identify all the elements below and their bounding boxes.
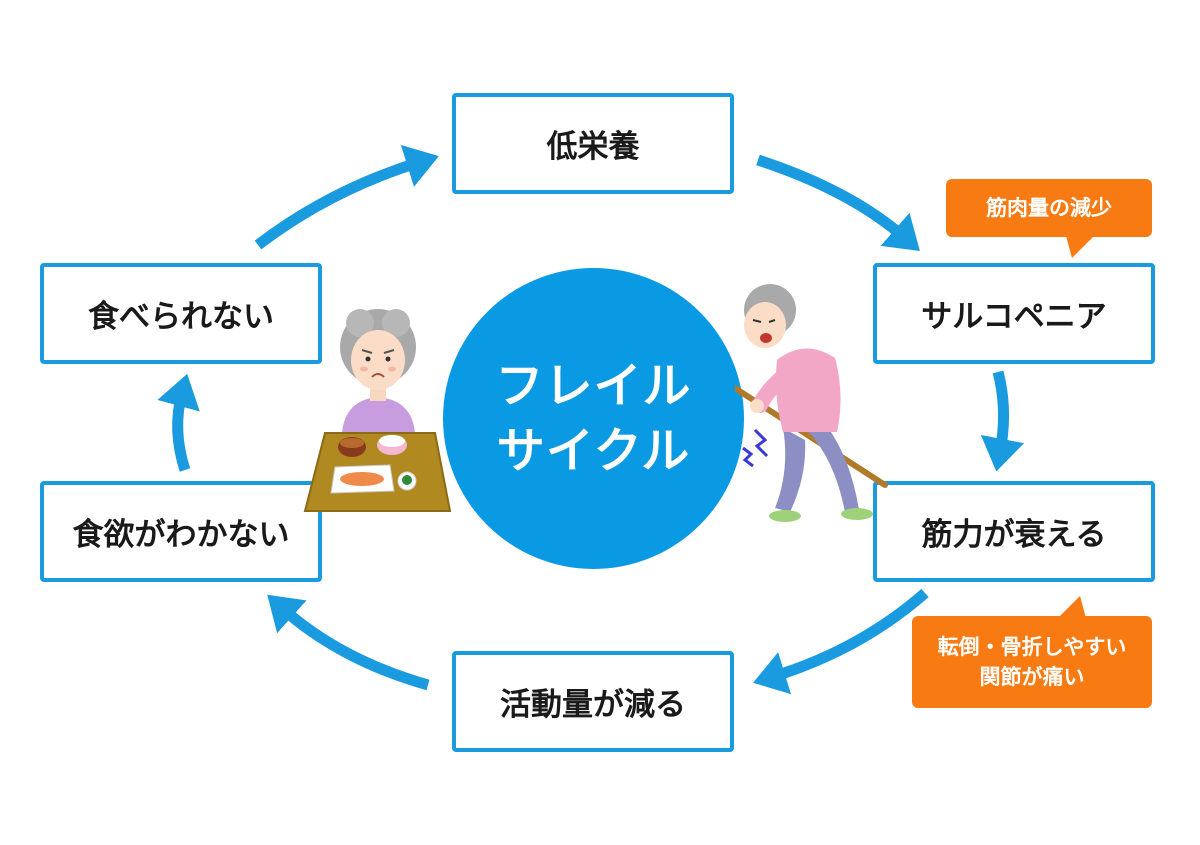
arrow-bottom-to-left <box>267 594 430 691</box>
center-title-line1: フレイル <box>495 357 692 414</box>
cycle-step-cannot-eat: 食べられない <box>40 263 322 364</box>
elderly-person-with-cane-illustration <box>735 284 888 522</box>
arrow-top-to-right <box>756 154 920 252</box>
cycle-step-undernutrition: 低栄養 <box>452 93 734 194</box>
callout-muscle-loss: 筋肉量の減少 <box>946 179 1152 237</box>
callout-muscle-text: 筋肉量の減少 <box>986 195 1112 220</box>
cycle-step-no-appetite: 食欲がわかない <box>40 481 322 582</box>
arrow-right-to-bottom <box>753 588 929 695</box>
callout-fall-text-2: 関節が痛い <box>979 665 1085 689</box>
arrow-left-to-top <box>254 144 439 250</box>
cycle-step-sarcopenia: サルコペニア <box>873 263 1155 364</box>
callout-fall-text-1: 転倒・骨折しやすい <box>937 634 1127 659</box>
cycle-step-reduced-activity: 活動量が減る <box>452 651 734 752</box>
center-circle: フレイル サイクル <box>443 268 744 569</box>
arrow-right-down <box>980 370 1025 472</box>
callout-fall-risk: 転倒・骨折しやすい 関節が痛い <box>912 616 1152 708</box>
elderly-woman-meal-illustration <box>303 309 452 512</box>
cycle-step-muscle-weakness: 筋力が衰える <box>873 481 1155 582</box>
arrow-left-up <box>157 373 200 472</box>
center-title-line2: サイクル <box>496 422 691 479</box>
